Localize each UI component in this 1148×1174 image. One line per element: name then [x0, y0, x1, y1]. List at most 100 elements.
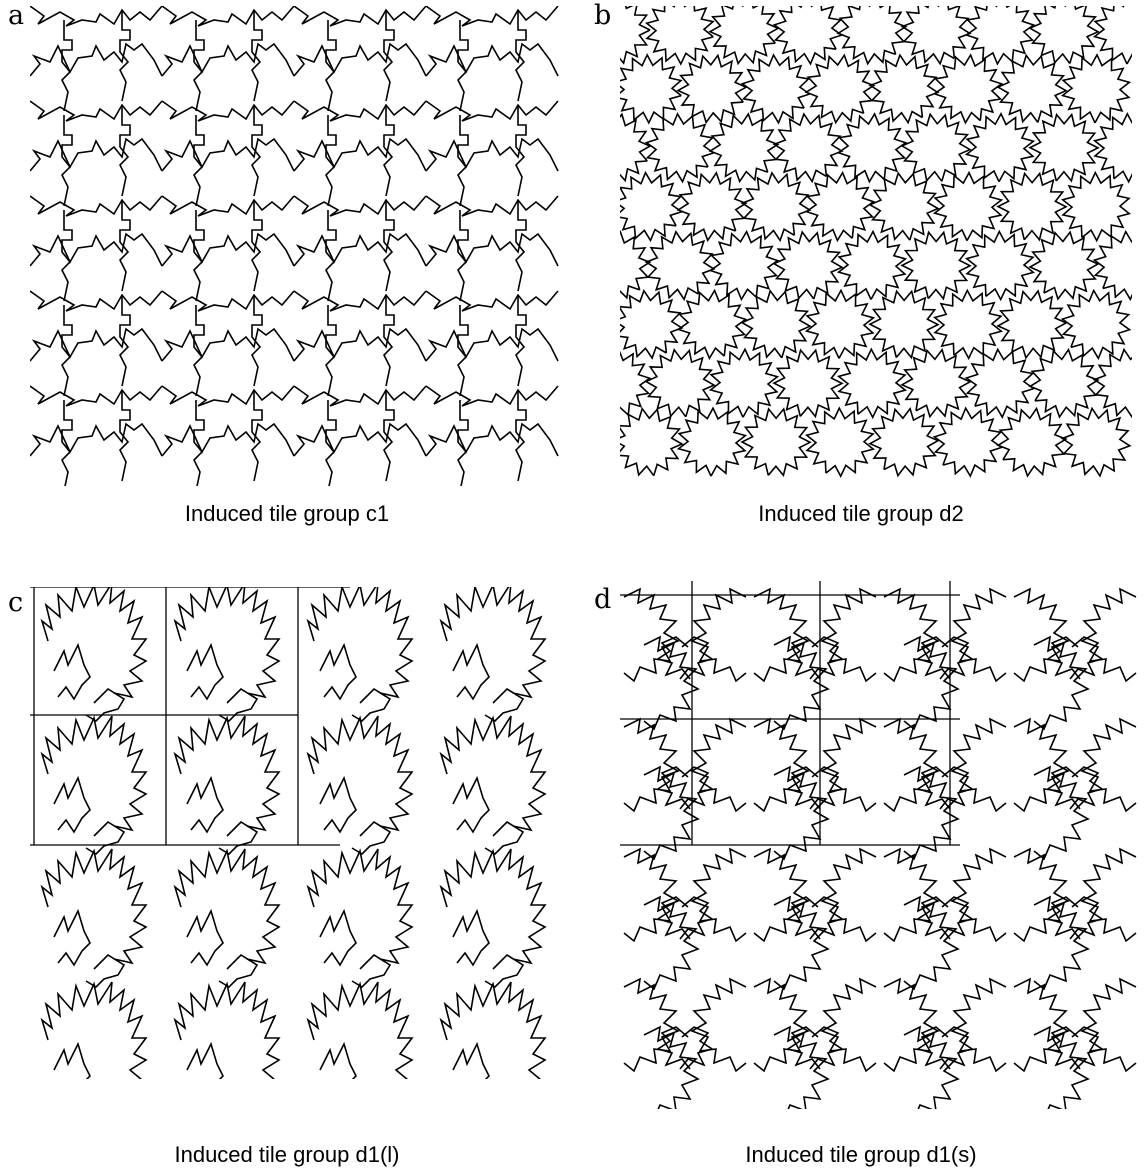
tile-motif — [294, 101, 426, 121]
tile-motif — [120, 10, 130, 101]
leaf-tile — [187, 1044, 223, 1079]
tile-motif — [30, 386, 162, 406]
tile-motif — [294, 234, 426, 266]
tile-motif — [384, 200, 394, 291]
star-tile — [710, 6, 778, 64]
star-tile — [902, 350, 970, 417]
star-tile — [934, 55, 1001, 123]
leaf-tile — [453, 778, 489, 832]
tile-motif — [294, 44, 426, 76]
star-tile — [646, 232, 714, 299]
tile-motif — [294, 386, 426, 406]
tile-motif — [516, 295, 526, 386]
star-tile — [1062, 408, 1130, 476]
tile-motif — [516, 200, 526, 291]
leaf-tile — [644, 897, 698, 989]
leaf-tile — [175, 716, 279, 830]
star-tile — [902, 114, 970, 181]
tile-motif — [426, 291, 558, 311]
tile-motif — [162, 234, 294, 266]
leaf-tile — [441, 849, 545, 963]
star-tile — [839, 232, 906, 300]
leaf-tile — [644, 637, 698, 729]
tile-motif — [30, 6, 162, 26]
tile-motif — [30, 291, 162, 311]
star-tile — [967, 232, 1034, 300]
tile-motif — [252, 390, 262, 481]
star-tile — [646, 350, 714, 417]
tile-motif — [426, 101, 558, 121]
star-tile — [1030, 115, 1098, 181]
tile-motif — [162, 196, 294, 216]
figure-caption: Induced tile group d1(l) — [0, 1142, 574, 1168]
tile-motif — [294, 291, 426, 311]
tile-motif — [294, 424, 426, 456]
star-tile — [678, 173, 746, 241]
star-tile — [620, 6, 650, 63]
star-tile — [1094, 232, 1132, 300]
star-tile — [647, 6, 714, 64]
tile-motif — [162, 44, 294, 76]
leaf-tile — [1034, 897, 1088, 989]
star-tile — [935, 173, 1002, 241]
tiling-d1-l — [30, 587, 560, 1079]
tile-motif — [516, 10, 526, 101]
tile-motif — [294, 329, 426, 361]
star-tile — [711, 349, 778, 417]
star-tile — [678, 55, 746, 122]
tile-motif — [458, 400, 468, 486]
star-tile — [1063, 55, 1130, 123]
star-tile — [742, 291, 810, 358]
star-tile — [998, 55, 1066, 122]
star-tile — [742, 173, 810, 241]
star-tile — [620, 291, 682, 358]
star-tile — [742, 409, 810, 475]
tile-motif — [294, 6, 426, 26]
leaf-tile — [441, 716, 545, 830]
leaf-tile — [1034, 767, 1088, 859]
star-tile — [620, 349, 650, 417]
tile-motif — [426, 386, 558, 406]
star-tile — [742, 55, 809, 123]
star-tile — [1030, 232, 1098, 299]
tiling-d2 — [620, 6, 1132, 486]
tile-motif — [120, 105, 130, 196]
panel-b: b Induced tile group d2 — [574, 0, 1148, 587]
panel-a: a Induced tile group c1 — [0, 0, 574, 587]
star-tile — [998, 409, 1066, 476]
tile-motif — [162, 139, 294, 171]
star-tile — [1062, 291, 1129, 359]
tiling-d1-s — [620, 581, 1144, 1109]
star-tile — [806, 55, 874, 122]
star-tile — [679, 408, 746, 476]
leaf-tile — [320, 911, 356, 965]
tile-motif — [30, 101, 162, 121]
tiling-drawing — [620, 6, 1132, 486]
star-tile — [774, 350, 842, 416]
star-tile — [967, 114, 1034, 182]
leaf-tile — [308, 587, 412, 697]
leaf-tile — [187, 645, 223, 699]
star-tile — [710, 232, 777, 300]
star-tile — [838, 6, 906, 64]
leaf-tile — [308, 716, 412, 830]
panel-d: d Induced tile group d1(s) — [574, 587, 1148, 1174]
tile-motif — [294, 196, 426, 216]
tile-motif — [120, 200, 130, 291]
leaf-tile — [453, 1044, 489, 1079]
tile-motif — [30, 329, 162, 361]
star-tile — [1094, 350, 1132, 418]
star-tile — [870, 409, 938, 476]
star-tile — [620, 55, 681, 123]
star-tile — [807, 290, 874, 358]
leaf-tile — [42, 716, 146, 830]
tile-motif — [426, 6, 558, 26]
star-tile — [620, 173, 682, 241]
star-tile — [966, 349, 1033, 417]
tile-motif — [384, 10, 394, 101]
leaf-tile — [320, 778, 356, 832]
tile-motif — [426, 234, 558, 266]
leaf-tile — [453, 645, 489, 699]
tile-motif — [516, 390, 526, 481]
star-tile — [1063, 173, 1130, 241]
